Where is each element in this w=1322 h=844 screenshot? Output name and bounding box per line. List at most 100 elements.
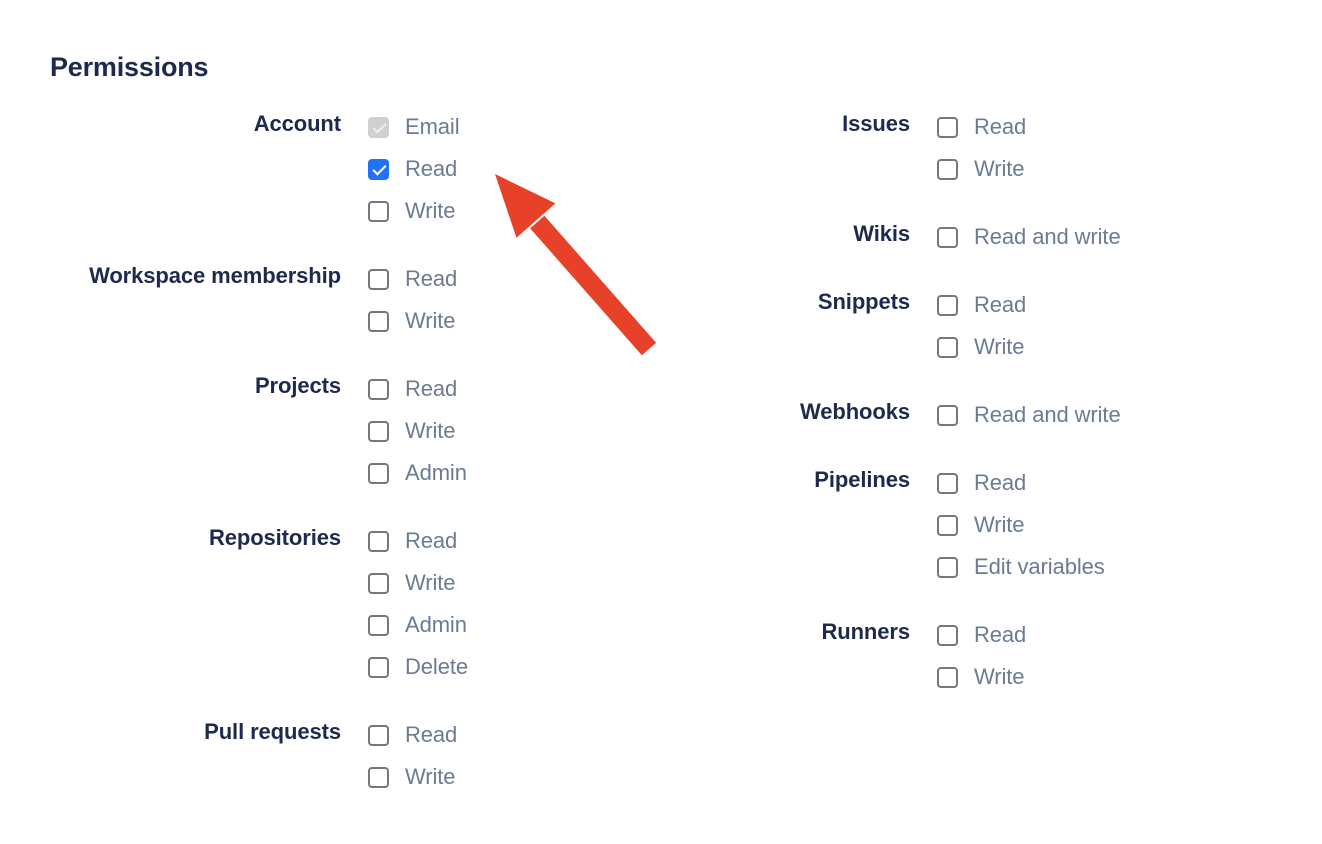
checkbox-read[interactable] <box>368 724 389 746</box>
permission-option-row[interactable]: Write <box>368 756 660 798</box>
permission-option-row[interactable]: Delete <box>368 646 660 688</box>
permission-option-row[interactable]: Read and write <box>937 394 1269 436</box>
permission-option-list: Read and write <box>910 394 1269 436</box>
permission-option-row[interactable]: Admin <box>368 452 660 494</box>
permission-option-row[interactable]: Read <box>937 462 1269 504</box>
permission-option-row[interactable]: Read <box>937 284 1269 326</box>
checkbox-write[interactable] <box>368 572 389 594</box>
checkbox-write[interactable] <box>368 766 389 788</box>
permission-option-label: Write <box>405 764 456 789</box>
permission-option-row[interactable]: Email <box>368 106 660 148</box>
checkbox-read-and-write[interactable] <box>937 404 958 426</box>
checkbox-read[interactable] <box>368 378 389 400</box>
permission-option-label: Write <box>405 198 456 223</box>
permission-group-label: Account <box>253 111 341 136</box>
checkbox-delete[interactable] <box>368 656 389 678</box>
permission-option-row[interactable]: Write <box>368 562 660 604</box>
permission-option-row[interactable]: Read <box>937 106 1269 148</box>
checkbox-admin[interactable] <box>368 462 389 484</box>
permission-option-row[interactable]: Write <box>368 190 660 232</box>
permission-option-label: Read and write <box>974 224 1121 249</box>
permission-option-label: Write <box>405 308 456 333</box>
permission-option-row[interactable]: Write <box>368 300 660 342</box>
permission-option-label: Admin <box>405 460 467 485</box>
checkbox-write[interactable] <box>937 158 958 180</box>
permission-option-label: Read <box>974 470 1027 495</box>
checkbox-read[interactable] <box>937 294 958 316</box>
checkbox-edit-variables[interactable] <box>937 556 958 578</box>
checkbox-write[interactable] <box>937 514 958 536</box>
permission-option-row[interactable]: Write <box>368 410 660 452</box>
permission-group-label: Repositories <box>208 525 341 550</box>
permission-option-row[interactable]: Read and write <box>937 216 1269 258</box>
permission-option-label: Email <box>405 114 460 139</box>
permission-option-label: Read and write <box>974 402 1121 427</box>
checkbox-read[interactable] <box>368 268 389 290</box>
permission-option-list: Read and write <box>910 216 1269 258</box>
permission-option-label: Write <box>974 512 1025 537</box>
permission-option-row[interactable]: Write <box>937 148 1269 190</box>
permission-option-row[interactable]: Read <box>368 258 660 300</box>
checkbox-admin[interactable] <box>368 614 389 636</box>
permission-option-label: Admin <box>405 612 467 637</box>
permission-option-row[interactable]: Read <box>368 148 660 190</box>
permission-option-label: Read <box>405 266 458 291</box>
permission-option-row[interactable]: Read <box>937 614 1269 656</box>
permission-option-label: Read <box>405 376 458 401</box>
checkbox-read[interactable] <box>937 472 958 494</box>
permission-option-label: Edit variables <box>974 554 1105 579</box>
permission-group-label: Projects <box>254 373 341 398</box>
checkbox-write[interactable] <box>368 310 389 332</box>
permission-option-label: Read <box>974 292 1027 317</box>
permission-option-row[interactable]: Admin <box>368 604 660 646</box>
permission-option-label: Read <box>974 622 1027 647</box>
check-icon <box>372 118 387 134</box>
permission-option-row[interactable]: Write <box>937 504 1269 546</box>
permission-option-row[interactable]: Write <box>937 326 1269 368</box>
check-icon <box>372 160 387 176</box>
permission-option-label: Read <box>974 114 1027 139</box>
permission-option-row[interactable]: Write <box>937 656 1269 698</box>
permission-group-label: Snippets <box>817 289 910 314</box>
checkbox-read-and-write[interactable] <box>937 226 958 248</box>
checkbox-read[interactable] <box>937 624 958 646</box>
permission-option-label: Delete <box>405 654 468 679</box>
permission-option-row[interactable]: Read <box>368 368 660 410</box>
checkbox-write[interactable] <box>368 200 389 222</box>
checkbox-write[interactable] <box>937 336 958 358</box>
permission-option-row[interactable]: Read <box>368 520 660 562</box>
permission-group-label: Workspace membership <box>89 263 341 288</box>
permission-option-label: Read <box>405 528 458 553</box>
checkbox-read[interactable] <box>937 116 958 138</box>
checkbox-write[interactable] <box>937 666 958 688</box>
permission-option-row[interactable]: Edit variables <box>937 546 1269 588</box>
checkbox-read[interactable] <box>368 530 389 552</box>
permission-option-label: Write <box>405 418 456 443</box>
checkbox-read[interactable] <box>368 158 389 180</box>
permission-option-row[interactable]: Read <box>368 714 660 756</box>
permission-option-label: Read <box>405 156 458 181</box>
permission-group-label: Issues <box>842 111 910 136</box>
checkbox-write[interactable] <box>368 420 389 442</box>
